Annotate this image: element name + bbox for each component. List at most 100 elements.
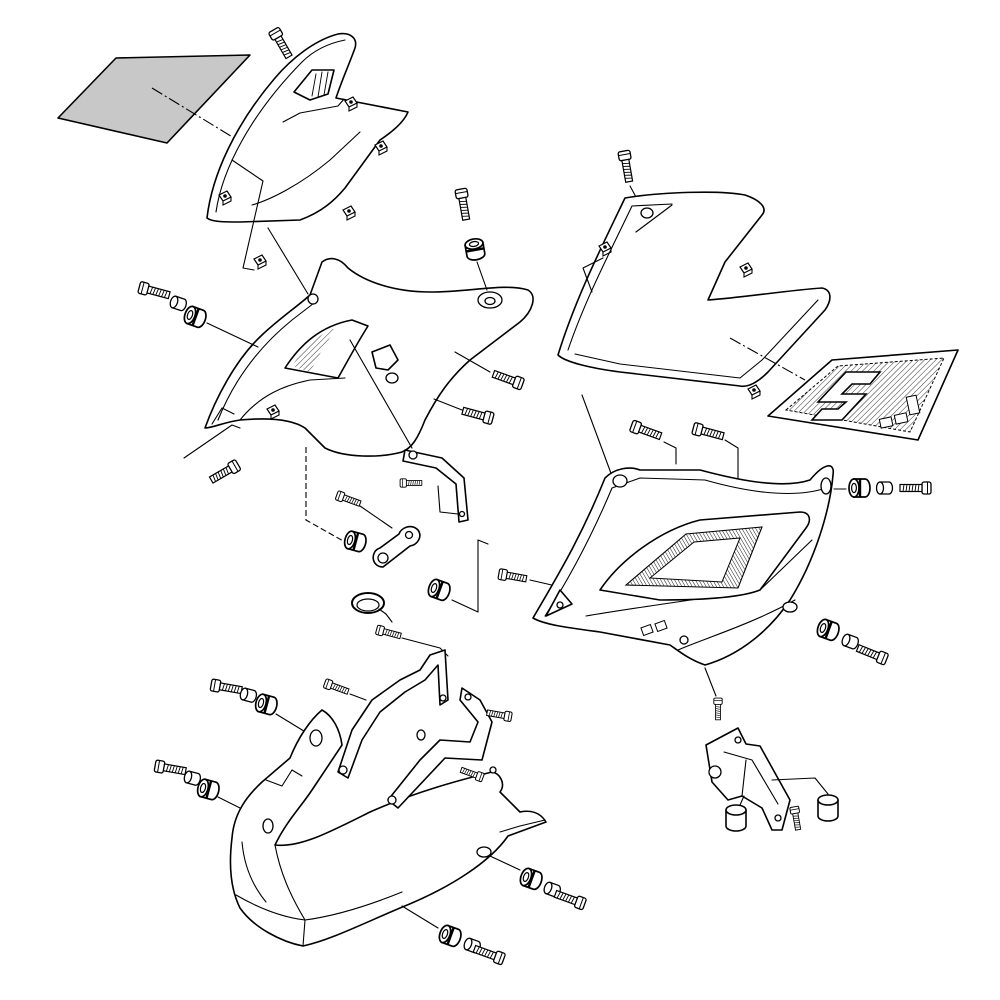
leader-line [739,795,745,806]
windscreen-decal [57,54,251,144]
inner-panel-mount-ring [385,372,399,384]
inner-panel-collar [168,294,189,313]
side-stay-hole [464,693,472,701]
side-stay-hole [387,795,397,805]
lower-side-cowl-collar [840,632,861,651]
clip-nut [253,254,267,270]
lower-cowl-tab [499,819,546,833]
inner-panel-mount-hole [307,293,319,305]
leader-line [704,667,717,697]
leader-line [454,351,491,373]
lower-cowl-grommet [436,922,465,950]
lower-cowl-grommet [517,865,546,893]
front-stay-bracket [337,649,449,779]
leader-line [349,693,367,701]
link-bracket-hole [404,530,414,540]
lower-side-cowl-bolt [854,641,890,666]
leader-line [771,777,829,795]
lower-cowl-mount-hole [476,846,492,858]
leader-line [305,447,346,543]
lower-side-cowl-lip [677,599,796,651]
leader-line [206,322,259,348]
lower-side-cowl-slot [640,623,654,637]
lower-side-cowl-lower-hole [782,601,798,613]
lower-cowl-collar [238,686,259,704]
lower-cowl-left-inner-line [241,841,267,903]
side-grommet [425,576,454,604]
lower-cowl-panel [229,709,547,947]
leader-line [581,394,613,477]
leader-line [349,339,413,449]
lower-side-cowl-bolt [899,481,932,495]
lower-side-cowl-tab-hole [556,601,564,609]
leader-line [489,855,521,871]
inner-panel-recess-shade [292,328,336,372]
side-cowl-screw [691,421,726,443]
leader-line [582,257,604,293]
clip-nut [747,384,761,400]
lower-side-cowl-grommet [814,616,843,644]
inner-panel-mount-block [371,344,399,371]
side-cowl-decal-mark [905,394,921,416]
side-stay-bracket [387,687,493,809]
inner-panel-screw [460,404,495,426]
lower-cowl-side-line [274,844,306,921]
drawing-layer [57,26,959,966]
clip-nut [739,262,753,278]
inner-panel-grommet-hole-inner [484,296,496,306]
leader-line [663,441,677,465]
side-cowl-decal-mark [878,416,894,429]
inner-panel-tab [211,407,235,425]
hose-clamp-inner [356,598,380,612]
lower-side-cowl-slot [654,619,668,633]
upper-cowl-panel [206,32,409,223]
upper-cowl-vent-slats [311,71,329,98]
lower-cowl-center-line [302,919,306,947]
inner-panel-top-bolt [454,187,473,222]
decal-alignment-line [729,337,806,381]
upper-cowl-inner-line [282,98,345,123]
inner-panel-screw [490,367,526,391]
lower-cowl-bolt [471,942,507,966]
lower-cowl-mount-hole [309,729,323,747]
upper-cowl-edge-line [215,39,346,213]
lower-cowl-grommet [252,691,280,718]
side-cowl-decal-mark [893,412,909,425]
lower-side-cowl-collar [875,481,894,495]
inner-panel-edge-line [217,299,319,421]
upper-cowl-screw [267,26,295,61]
lower-cowl-bolt [552,887,588,911]
leader-line [401,905,439,929]
lower-cowl-upper-wave [265,769,303,787]
upper-side-cowl-mount-hole [640,207,654,219]
mounting-bracket-flange [723,751,779,805]
inner-panel-fold-line [239,377,346,421]
upper-cowl-lower-line [251,131,361,206]
link-bracket-bolt [334,490,363,509]
upper-side-cowl-edge-line [567,203,673,351]
l-bracket-hole [458,510,466,518]
upper-side-cowl-bottom-line [574,299,819,379]
side-cowl-decal-logo [810,371,882,421]
lower-side-cowl-stud [679,635,689,645]
link-bracket-hole [377,552,389,564]
leader-line [451,539,489,613]
mounting-bracket-hole [708,765,722,779]
bracket-spacer [817,794,839,822]
upper-side-cowl-panel [557,191,831,388]
mounting-bracket [705,727,791,831]
bracket-bolt [713,697,723,721]
l-bracket-bolt [399,478,423,488]
front-stay-hole [338,765,348,775]
stay-bolt [374,624,403,642]
leader-line [267,227,309,295]
lower-side-cowl-front-hole [820,477,832,495]
side-cowl-screw [617,149,636,184]
lower-side-cowl-grommet [847,477,872,499]
stay-stud [489,766,497,774]
clip-nut [342,205,356,221]
l-bracket [402,449,469,523]
inner-panel-lower-screw [207,458,242,486]
leader-line [183,424,241,459]
